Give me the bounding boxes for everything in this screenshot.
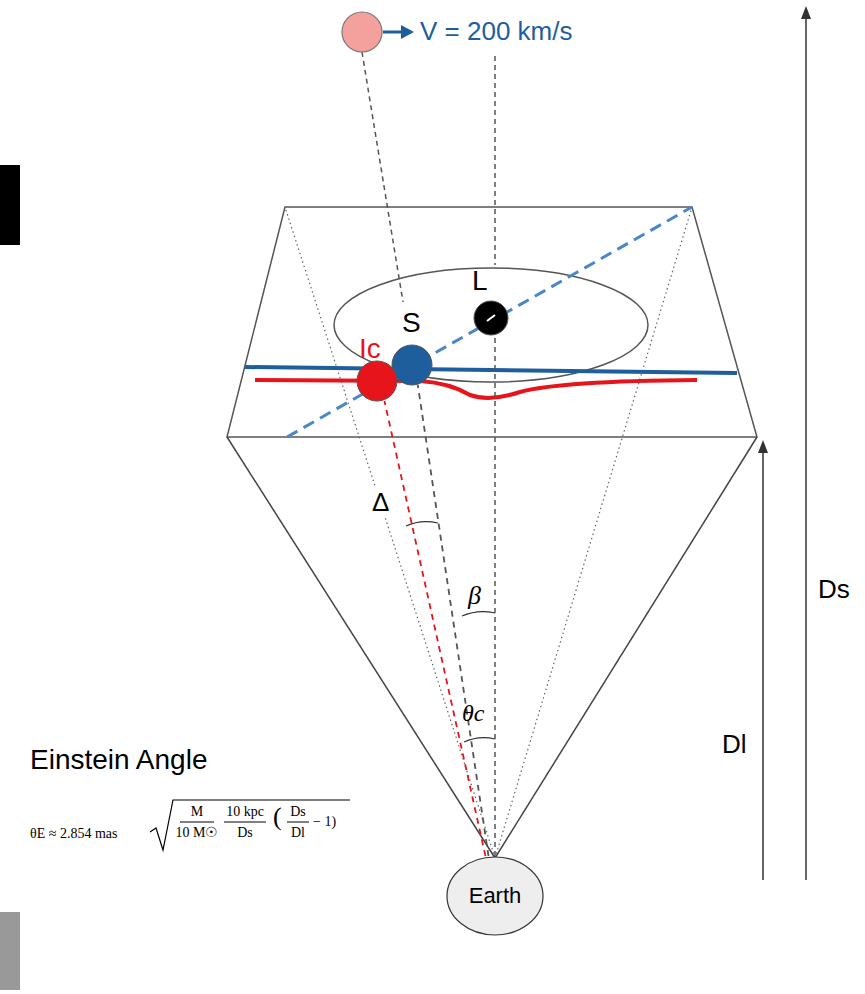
optical-axis [494,56,496,265]
axis-line [287,207,692,437]
angle-arc [462,612,495,616]
formula-text: − 1) [313,814,336,829]
star-disc [392,345,432,385]
source-sight-line [418,385,489,856]
lens-mark [487,315,495,321]
formula-text: Dl [291,825,305,840]
sight-line [362,52,403,302]
star-disc [474,301,508,335]
lens-plane [227,207,757,437]
image-track [255,380,697,398]
formula-title: Einstein Angle [30,745,207,776]
fraction-bar [287,822,309,823]
angle-label: Δ [370,488,391,517]
cone-line [495,437,757,858]
source-star [342,12,382,52]
velocity-label: V = 200 km/s [418,17,574,46]
distance-label: Dl [722,730,747,759]
angle-label: θc [462,700,484,726]
arrow-head [758,440,768,453]
distance-arrow [805,18,807,880]
distance-arrow [762,452,764,880]
node-label: L [472,266,488,297]
side-bar [0,165,20,245]
image-star: Ic [356,334,398,401]
formula-text: M [191,804,203,819]
cone-line [227,437,495,858]
fraction-bar [180,822,214,823]
earth-node: Earth [446,856,544,936]
formula-text: θE ≈ 2.854 mas [30,826,118,841]
optical-axis [494,338,496,858]
formula-text: ( [273,803,282,832]
angle-arc [464,738,495,742]
image-sight-line [384,401,485,856]
node-label: S [402,308,421,339]
side-bar [0,912,20,990]
source-track [245,367,737,373]
dotted-line [495,207,692,858]
earth-shape [447,857,543,935]
lens-star: L [466,266,510,336]
angle-label: β [468,582,481,611]
arrow-head [801,6,811,19]
formula-text: Ds [290,804,306,819]
node-label: Ic [359,334,381,365]
source-image: S [392,308,432,385]
fraction-bar [224,822,266,823]
formula-text: 10 kpc [226,804,264,819]
formula-text: Ds [237,825,253,840]
distance-label: Ds [818,575,850,604]
formula-text: 10 M☉ [176,825,219,840]
dotted-line [285,207,495,858]
star-disc [357,361,397,401]
root-sign [150,800,350,850]
arrow-head [401,25,414,39]
velocity-arrow [383,31,402,34]
node-label: Earth [469,884,522,908]
